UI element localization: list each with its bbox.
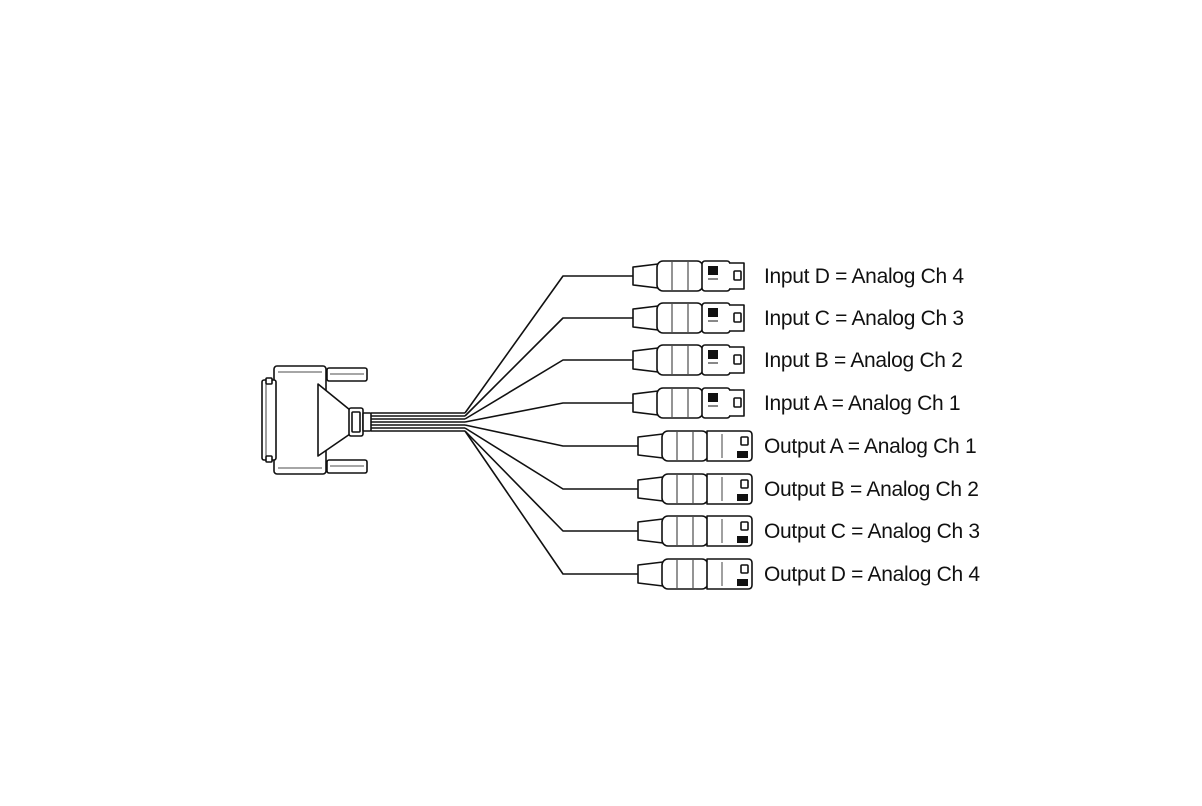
wire-3 (464, 359, 633, 420)
connector-label: Input B = Analog Ch 2 (764, 349, 963, 372)
cable-bundle (371, 412, 465, 432)
xlr-female-connector-icon (632, 260, 745, 292)
xlr-male-connector-icon (637, 473, 753, 505)
connector-label: Input C = Analog Ch 3 (764, 307, 964, 330)
xlr-male-connector-icon (637, 430, 753, 462)
wire-6 (464, 427, 638, 490)
fan-out-wires (464, 275, 638, 575)
db25-connector-icon (261, 365, 372, 475)
xlr-connectors (632, 260, 753, 590)
connector-labels: Input D = Analog Ch 4 Input C = Analog Ch… (764, 265, 981, 586)
connector-label: Input D = Analog Ch 4 (764, 265, 964, 288)
xlr-male-connector-icon (637, 515, 753, 547)
wire-8 (464, 430, 638, 575)
wire-7 (464, 430, 638, 532)
connector-label: Output B = Analog Ch 2 (764, 478, 979, 501)
wire-1 (464, 275, 633, 414)
connector-label: Output A = Analog Ch 1 (764, 435, 976, 458)
wire-2 (464, 317, 633, 417)
connector-label: Output C = Analog Ch 3 (764, 520, 980, 543)
xlr-female-connector-icon (632, 344, 745, 376)
connector-label: Output D = Analog Ch 4 (764, 563, 980, 586)
xlr-female-connector-icon (632, 302, 745, 334)
xlr-female-connector-icon (632, 387, 745, 419)
connector-label: Input A = Analog Ch 1 (764, 392, 960, 415)
xlr-male-connector-icon (637, 558, 753, 590)
wire-4 (464, 402, 633, 423)
wire-5 (464, 424, 638, 447)
